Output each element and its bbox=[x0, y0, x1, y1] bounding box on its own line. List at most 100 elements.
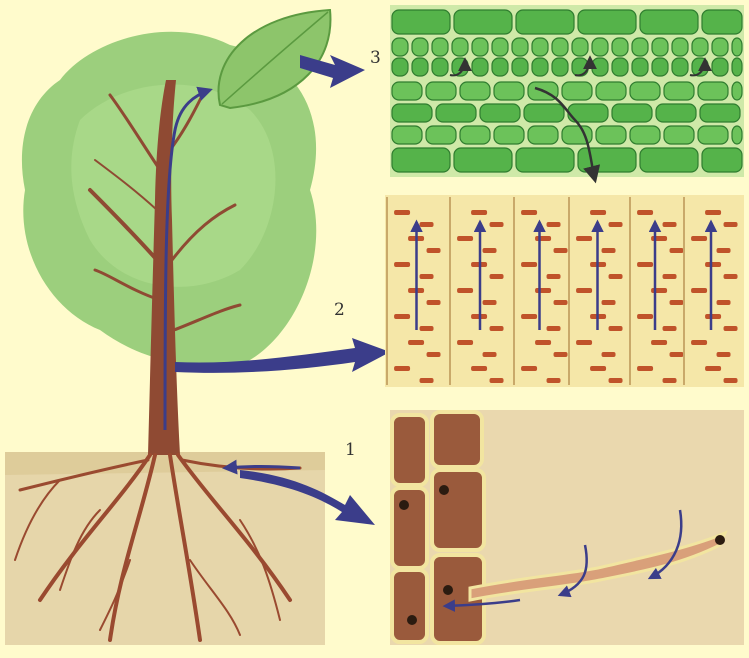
leaf-cell bbox=[712, 38, 728, 56]
label-root-hairs: 1 bbox=[345, 440, 356, 460]
leaf-cell bbox=[512, 58, 528, 76]
vessel-pit bbox=[457, 288, 473, 293]
vessel-pit bbox=[663, 326, 677, 331]
leaf-cell bbox=[596, 126, 626, 144]
vessel-pit bbox=[483, 300, 497, 305]
vessel-pit bbox=[651, 236, 667, 241]
leaf-cell bbox=[592, 58, 608, 76]
root-flow-arrow bbox=[225, 467, 300, 469]
leaf-cell bbox=[454, 10, 512, 34]
vessel-pit bbox=[691, 236, 707, 241]
vessel-pit bbox=[535, 288, 551, 293]
leaf-cell bbox=[392, 126, 422, 144]
vessel-pit bbox=[483, 248, 497, 253]
vessel-pit bbox=[705, 262, 721, 267]
vessel-pit bbox=[602, 352, 616, 357]
leaf-cell bbox=[732, 126, 742, 144]
vessel-pit bbox=[717, 248, 731, 253]
vessel-pit bbox=[637, 366, 653, 371]
leaf-cell bbox=[664, 126, 694, 144]
vessel-pit bbox=[602, 300, 616, 305]
leaf-cell bbox=[652, 38, 668, 56]
vessel-pit bbox=[691, 340, 707, 345]
vessel-pit bbox=[663, 222, 677, 227]
vessel-pit bbox=[609, 326, 623, 331]
vessel-pit bbox=[521, 262, 537, 267]
vessel-pit bbox=[705, 314, 721, 319]
leaf-cell bbox=[702, 10, 742, 34]
root-tissue-panel bbox=[390, 410, 744, 645]
vessel-pit bbox=[394, 366, 410, 371]
vessel-pit bbox=[547, 326, 561, 331]
vessel-pit bbox=[554, 352, 568, 357]
vessel-pit bbox=[535, 236, 551, 241]
cell-nucleus bbox=[399, 500, 409, 510]
vessel-pit bbox=[670, 352, 684, 357]
vessel-pit bbox=[590, 210, 606, 215]
vessel-pit bbox=[427, 248, 441, 253]
leaf-cell bbox=[692, 38, 708, 56]
leaf-cell bbox=[578, 10, 636, 34]
leaf-cell bbox=[702, 148, 742, 172]
vessel-pit bbox=[691, 288, 707, 293]
leaf-cell bbox=[472, 58, 488, 76]
leaf-cell bbox=[528, 126, 558, 144]
leaf-cell bbox=[532, 58, 548, 76]
leaf-cell bbox=[392, 104, 432, 122]
leaf-cell bbox=[562, 82, 592, 100]
leaf-cell bbox=[432, 58, 448, 76]
leaf-cell bbox=[572, 38, 588, 56]
vessel-pit bbox=[408, 340, 424, 345]
vessel-pit bbox=[717, 352, 731, 357]
leaf-cell bbox=[436, 104, 476, 122]
leaf-tissue-panel bbox=[390, 5, 744, 180]
vessel-pit bbox=[420, 326, 434, 331]
leaf-cell bbox=[512, 38, 528, 56]
leaf-cell bbox=[472, 38, 488, 56]
vessel-pit bbox=[705, 210, 721, 215]
vessel-pit bbox=[521, 366, 537, 371]
vessel-pit bbox=[483, 352, 497, 357]
vessel-pit bbox=[457, 236, 473, 241]
leaf-cell bbox=[732, 38, 742, 56]
leaf-cell bbox=[392, 58, 408, 76]
vessel-pit bbox=[609, 222, 623, 227]
leaf-cell bbox=[596, 82, 626, 100]
vessel-pit bbox=[547, 222, 561, 227]
leaf-cell bbox=[492, 38, 508, 56]
root-cell bbox=[392, 570, 427, 642]
vessel-pit bbox=[724, 326, 738, 331]
leaf-cell bbox=[452, 38, 468, 56]
root-cell bbox=[392, 488, 427, 568]
leaf-cell bbox=[392, 148, 450, 172]
vessel-pit bbox=[705, 366, 721, 371]
vessel-pit bbox=[394, 262, 410, 267]
root-cell bbox=[432, 412, 482, 467]
leaf-cell bbox=[672, 38, 688, 56]
leaf-cell bbox=[454, 148, 512, 172]
leaf-cell bbox=[612, 38, 628, 56]
vessel-pit bbox=[420, 222, 434, 227]
leaf-cell bbox=[640, 148, 698, 172]
leaf-cell bbox=[632, 58, 648, 76]
vessel-pit bbox=[637, 314, 653, 319]
leaf-cell bbox=[524, 104, 564, 122]
leaf-cell bbox=[732, 82, 742, 100]
vessel-pit bbox=[651, 288, 667, 293]
cell-nucleus bbox=[443, 585, 453, 595]
leaf-cell bbox=[516, 10, 574, 34]
vessel-pit bbox=[535, 340, 551, 345]
root-cell bbox=[392, 415, 427, 485]
vessel-pit bbox=[394, 314, 410, 319]
leaf-cell bbox=[532, 38, 548, 56]
vessel-pit bbox=[457, 340, 473, 345]
vessel-pit bbox=[420, 274, 434, 279]
leaf-cell bbox=[612, 58, 628, 76]
leaf-cell bbox=[426, 126, 456, 144]
vessel-pit bbox=[576, 236, 592, 241]
leaf-cell bbox=[432, 38, 448, 56]
vessel-pit bbox=[427, 352, 441, 357]
leaf-cell bbox=[426, 82, 456, 100]
leaf-cell bbox=[552, 38, 568, 56]
